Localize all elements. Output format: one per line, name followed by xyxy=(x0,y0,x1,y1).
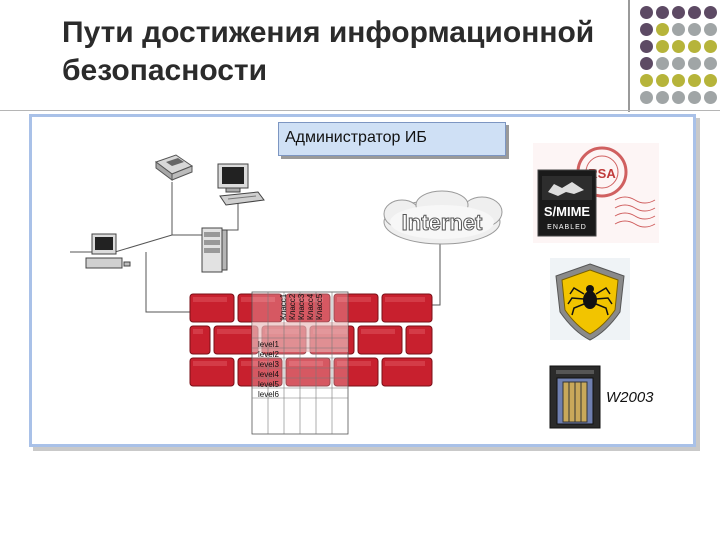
brick-highlight xyxy=(361,329,395,334)
smime-enabled-label: ENABLED xyxy=(547,224,587,231)
brick-highlight xyxy=(193,329,203,334)
brick-highlight xyxy=(385,297,425,302)
brick-highlight xyxy=(193,361,227,366)
level-label: level5 xyxy=(258,380,279,389)
level-label: level6 xyxy=(258,390,279,399)
class-label: Класс1 xyxy=(279,293,288,320)
class-label: Класс2 xyxy=(288,293,297,320)
level-label: level1 xyxy=(258,340,279,349)
class-label: Класс4 xyxy=(306,293,315,320)
internet-label: Internet xyxy=(402,210,483,235)
workstation-icon xyxy=(218,164,264,205)
smime-badge-icon: RSA S/MIME ENABLED xyxy=(533,143,659,243)
class-label: Класс5 xyxy=(315,293,324,320)
level-label: level4 xyxy=(258,370,279,379)
brick-highlight xyxy=(193,297,227,302)
printer-icon xyxy=(156,155,192,180)
smime-label: S/MIME xyxy=(544,204,591,219)
level-label: level3 xyxy=(258,360,279,369)
server-label: W2003 xyxy=(606,389,654,406)
computer-icon xyxy=(86,234,130,268)
w2003-server-icon xyxy=(550,366,600,428)
brick-highlight xyxy=(217,329,251,334)
shield-spider-icon xyxy=(550,258,630,340)
level-label: level2 xyxy=(258,350,279,359)
internet-cloud-icon: Internet xyxy=(384,191,502,244)
brick-highlight xyxy=(385,361,425,366)
admin-box: Администратор ИБ xyxy=(278,122,506,156)
tower-server-icon xyxy=(202,228,227,272)
admin-label: Администратор ИБ xyxy=(285,129,427,146)
brick-highlight xyxy=(409,329,425,334)
class-label: Класс3 xyxy=(297,293,306,320)
